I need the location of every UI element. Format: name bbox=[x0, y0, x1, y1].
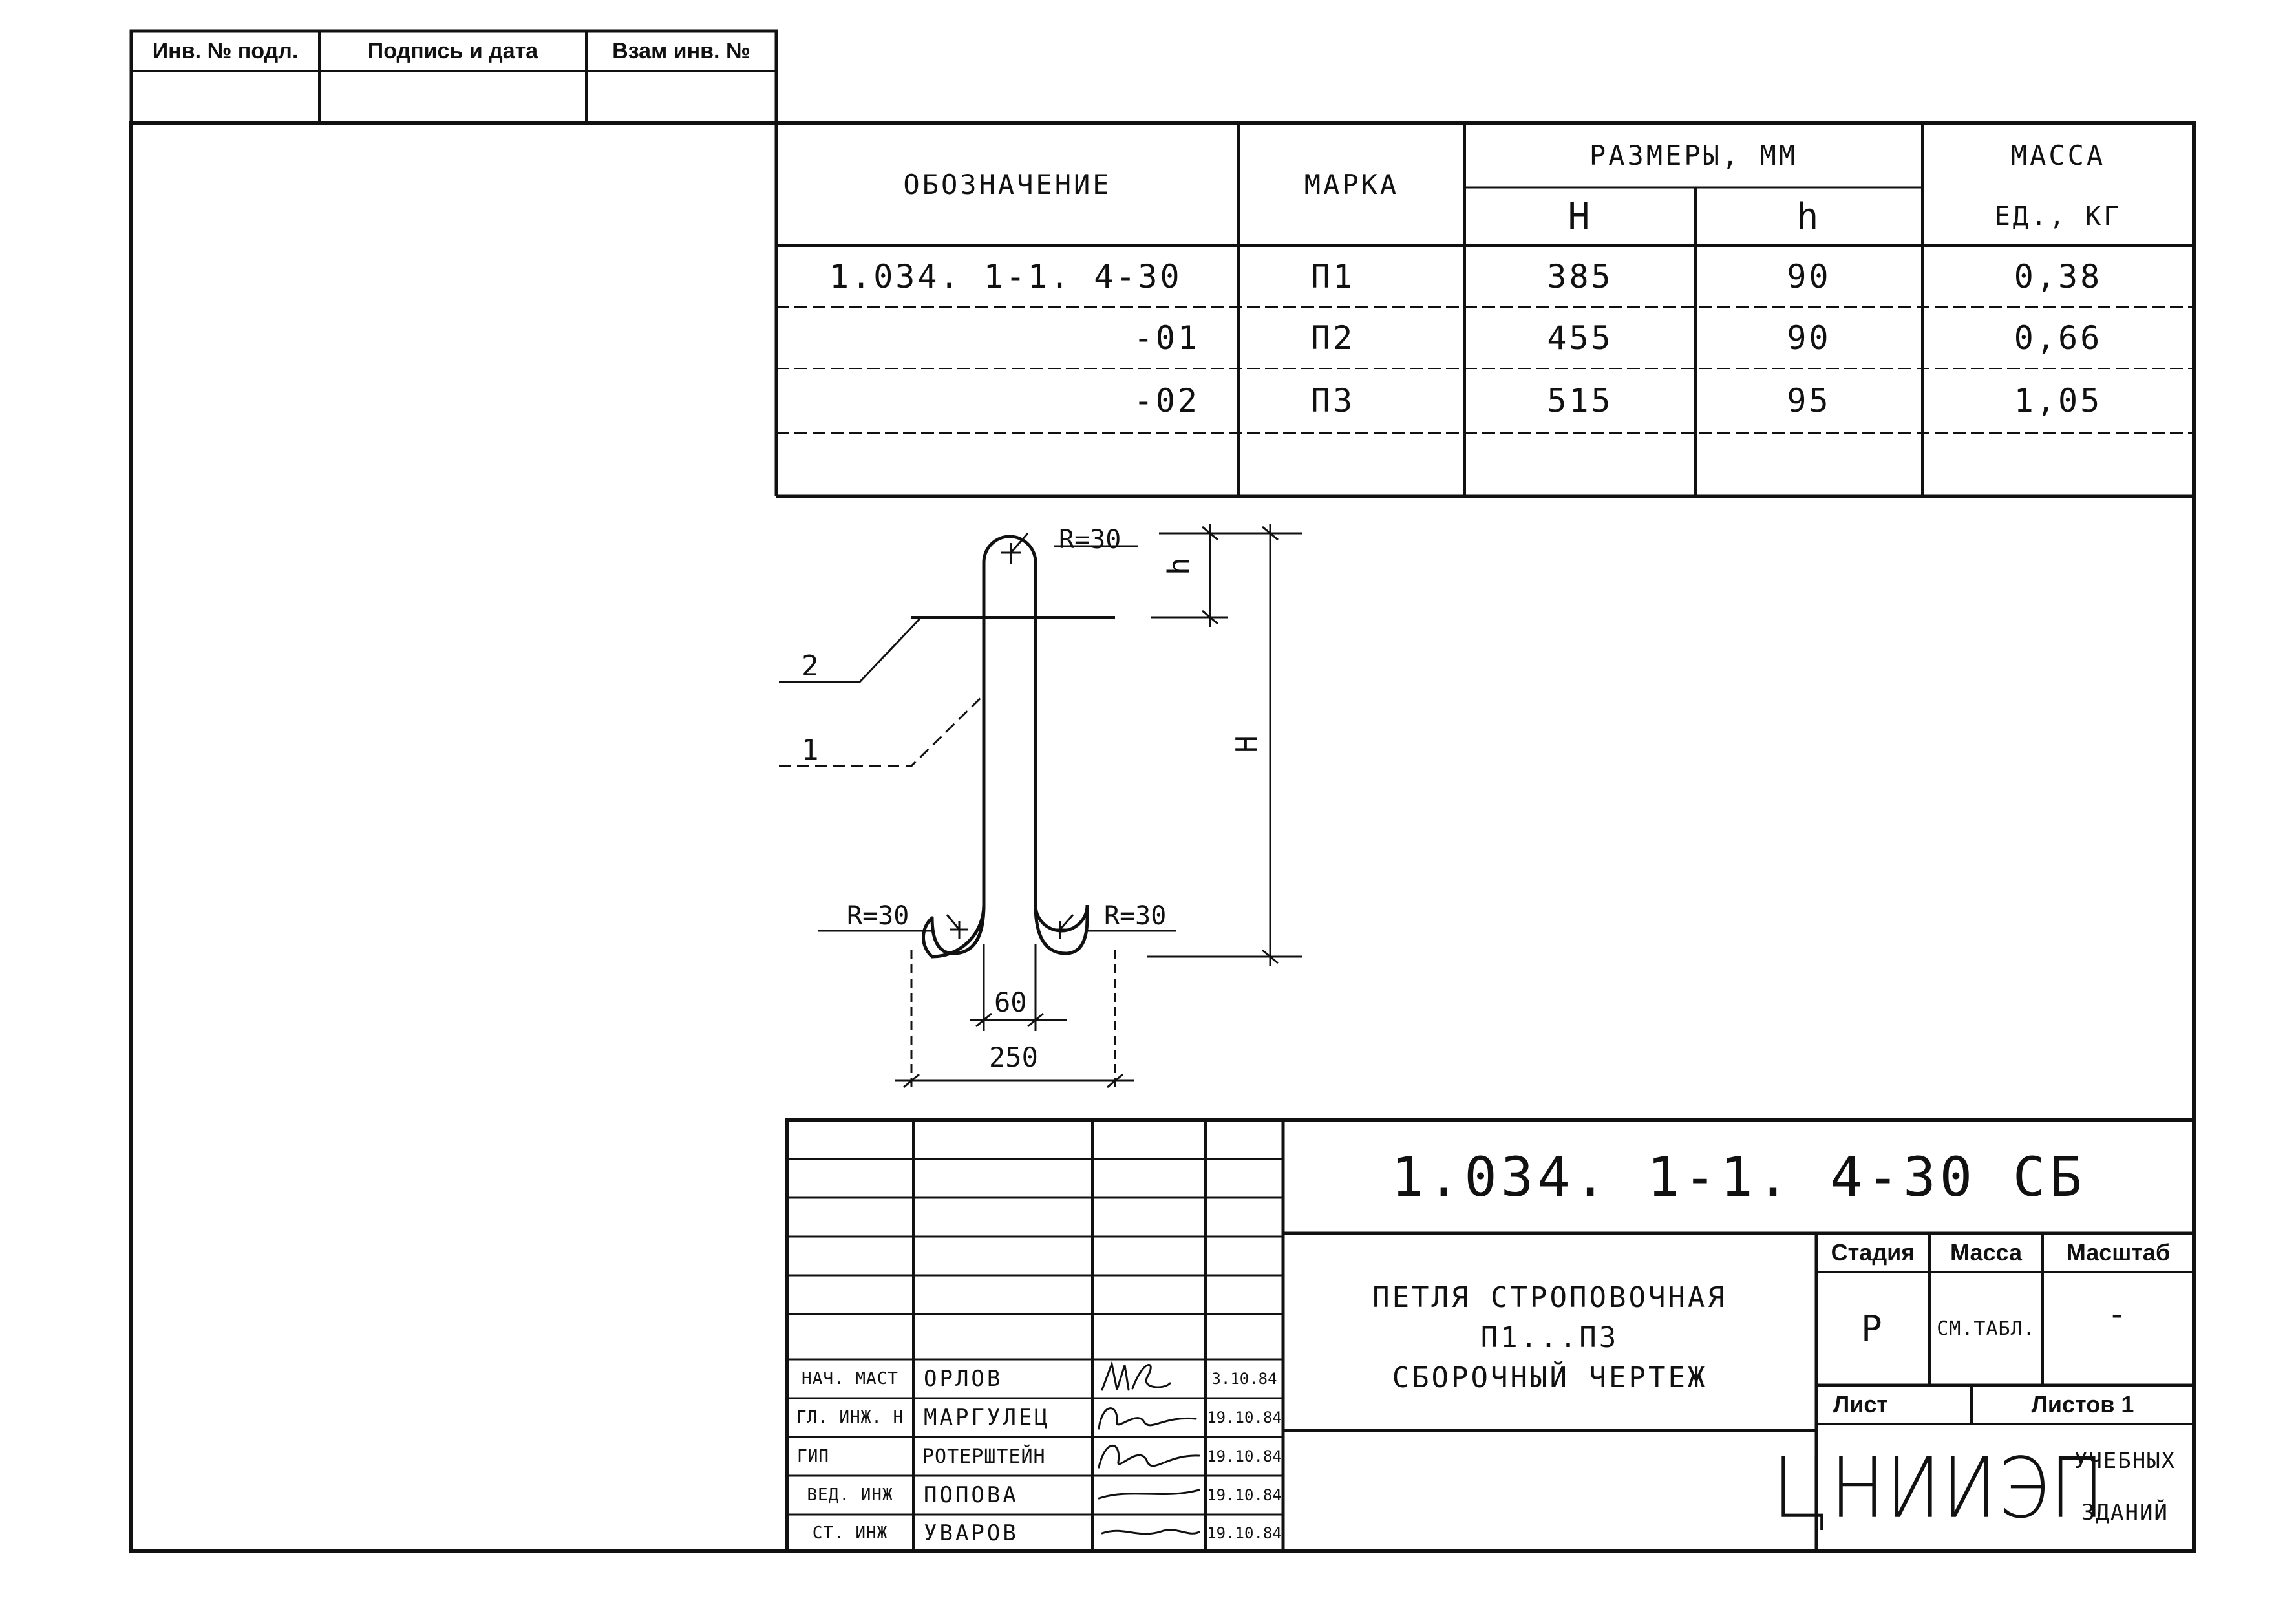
sig-role-3: ГИП bbox=[797, 1447, 829, 1466]
spec-row-3-h: 95 bbox=[1787, 382, 1831, 420]
sig-role-4: ВЕД. ИНЖ bbox=[807, 1485, 893, 1505]
spec-row-2-H: 455 bbox=[1547, 319, 1613, 357]
stamp-header-inv-no: Инв. № подл. bbox=[152, 38, 299, 63]
title-block-border bbox=[785, 1118, 2196, 1553]
spec-row-3-designation: -02 bbox=[1133, 382, 1200, 420]
signature-1 bbox=[1101, 1360, 1171, 1391]
scale-value: - bbox=[2107, 1295, 2130, 1333]
spec-row-1-mark: П1 bbox=[1311, 257, 1355, 295]
spec-row-3-mass: 1,05 bbox=[2014, 382, 2103, 420]
leader-1-label: 1 bbox=[802, 734, 819, 767]
sig-role-5: СТ. ИНЖ bbox=[812, 1523, 888, 1543]
sig-name-1: ОРЛОВ bbox=[924, 1366, 1003, 1392]
mass-header: Масса bbox=[1950, 1239, 2022, 1266]
signature-2 bbox=[1098, 1407, 1197, 1430]
sig-name-5: УВАРОВ bbox=[924, 1520, 1019, 1546]
spec-row-1-mass: 0,38 bbox=[2014, 257, 2103, 295]
dim-h-label: h bbox=[1162, 557, 1196, 575]
spec-row-1-designation: 1.034. 1-1. 4-30 bbox=[829, 257, 1182, 295]
sig-name-4: ПОПОВА bbox=[924, 1482, 1019, 1508]
spec-row-1-h: 90 bbox=[1787, 257, 1831, 295]
spec-header-dim-h: h bbox=[1796, 195, 1822, 238]
sheets-label: Листов 1 bbox=[2031, 1391, 2134, 1418]
sig-date-4: 19.10.84 bbox=[1207, 1486, 1282, 1504]
radius-left-label: R=30 bbox=[847, 901, 909, 931]
stamp-header-signature-date: Подпись и дата bbox=[367, 38, 538, 63]
sig-role-2: ГЛ. ИНЖ. Н bbox=[796, 1408, 904, 1427]
sig-date-2: 19.10.84 bbox=[1207, 1408, 1282, 1427]
spec-header-mark: МАРКА bbox=[1304, 168, 1399, 200]
spec-header-mass-unit: ЕД., КГ bbox=[1994, 202, 2122, 231]
sig-date-1: 3.10.84 bbox=[1211, 1370, 1277, 1388]
spec-header-dimensions: РАЗМЕРЫ, ММ bbox=[1589, 139, 1798, 171]
title-line-3: СБОРОЧНЫЙ ЧЕРТЕЖ bbox=[1392, 1361, 1708, 1394]
spec-row-2-designation: -01 bbox=[1133, 319, 1200, 357]
title-line-1: ПЕТЛЯ СТРОПОВОЧНАЯ bbox=[1372, 1281, 1727, 1314]
spec-row-2-mass: 0,66 bbox=[2014, 319, 2103, 357]
sig-name-3: РОТЕРШТЕЙН bbox=[922, 1445, 1046, 1468]
signature-3 bbox=[1098, 1444, 1200, 1469]
sig-date-3: 19.10.84 bbox=[1207, 1447, 1282, 1465]
doc-code: 1.034. 1-1. 4-30 СБ bbox=[1391, 1145, 2086, 1209]
sheet-label: Лист bbox=[1833, 1391, 1889, 1418]
spec-row-3-H: 515 bbox=[1547, 382, 1613, 420]
dim-250-label: 250 bbox=[989, 1041, 1038, 1073]
org-line-1: УЧЕБНЫХ bbox=[2074, 1448, 2176, 1474]
mass-value: СМ.ТАБЛ. bbox=[1937, 1317, 2036, 1340]
org-line-2: ЗДАНИЙ bbox=[2081, 1500, 2169, 1525]
radius-right-label: R=30 bbox=[1104, 901, 1166, 931]
dim-H-label: H bbox=[1229, 735, 1264, 753]
spec-header-mass: МАССА bbox=[2010, 139, 2106, 171]
spec-row-2-h: 90 bbox=[1787, 319, 1831, 357]
sig-date-5: 19.10.84 bbox=[1207, 1524, 1282, 1542]
leader-2-label: 2 bbox=[802, 650, 819, 683]
scale-header: Масштаб bbox=[2066, 1239, 2171, 1266]
sig-role-1: НАЧ. МАСТ bbox=[802, 1369, 898, 1388]
signature-5 bbox=[1101, 1529, 1200, 1535]
sig-name-2: МАРГУЛЕЦ bbox=[924, 1405, 1050, 1430]
spec-row-3-mark: П3 bbox=[1311, 382, 1355, 420]
dim-60-label: 60 bbox=[994, 986, 1027, 1018]
signature-4 bbox=[1098, 1489, 1200, 1500]
stage-value: Р bbox=[1861, 1308, 1885, 1349]
stage-header: Стадия bbox=[1831, 1239, 1915, 1266]
spec-row-1-H: 385 bbox=[1547, 257, 1613, 295]
spec-header-dim-H: Н bbox=[1568, 195, 1593, 238]
spec-row-2-mark: П2 bbox=[1311, 319, 1355, 357]
org-logo: ЦНИИЭП bbox=[1772, 1440, 2106, 1537]
radius-top-label: R=30 bbox=[1059, 525, 1121, 555]
stamp-header-replace-inv: Взам инв. № bbox=[612, 38, 750, 63]
spec-header-designation: ОБОЗНАЧЕНИЕ bbox=[903, 168, 1112, 200]
title-line-2: П1...П3 bbox=[1480, 1321, 1619, 1354]
